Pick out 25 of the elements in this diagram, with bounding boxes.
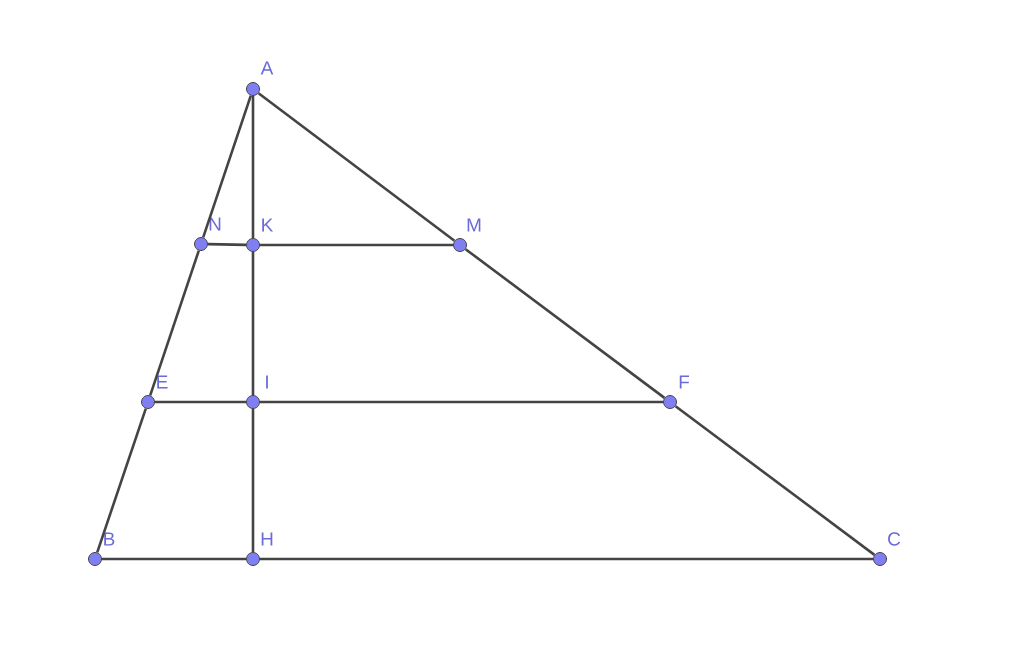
point-label: K xyxy=(262,218,274,232)
point-label: N xyxy=(209,217,221,231)
line-segment xyxy=(257,92,456,242)
line-segment xyxy=(251,408,255,553)
line-segment xyxy=(96,408,147,553)
line-segment xyxy=(101,557,247,561)
line-segment xyxy=(154,400,247,404)
point-label: I xyxy=(266,375,268,389)
point-label: A xyxy=(260,61,274,75)
point-label: M xyxy=(467,218,481,232)
point-label: F xyxy=(679,375,690,389)
line-segment xyxy=(464,248,666,399)
line-segment xyxy=(251,251,255,396)
line-segment xyxy=(674,405,876,556)
point-label: E xyxy=(157,375,168,389)
line-segment xyxy=(149,250,201,396)
line-segment xyxy=(207,242,247,247)
line-segment xyxy=(259,400,664,404)
point-label: H xyxy=(261,532,273,546)
line-segment xyxy=(259,557,874,561)
point-label: C xyxy=(888,532,901,546)
point-label: B xyxy=(104,532,115,546)
line-segment xyxy=(259,243,454,247)
line-segment xyxy=(251,95,255,239)
line-segment xyxy=(202,95,253,238)
